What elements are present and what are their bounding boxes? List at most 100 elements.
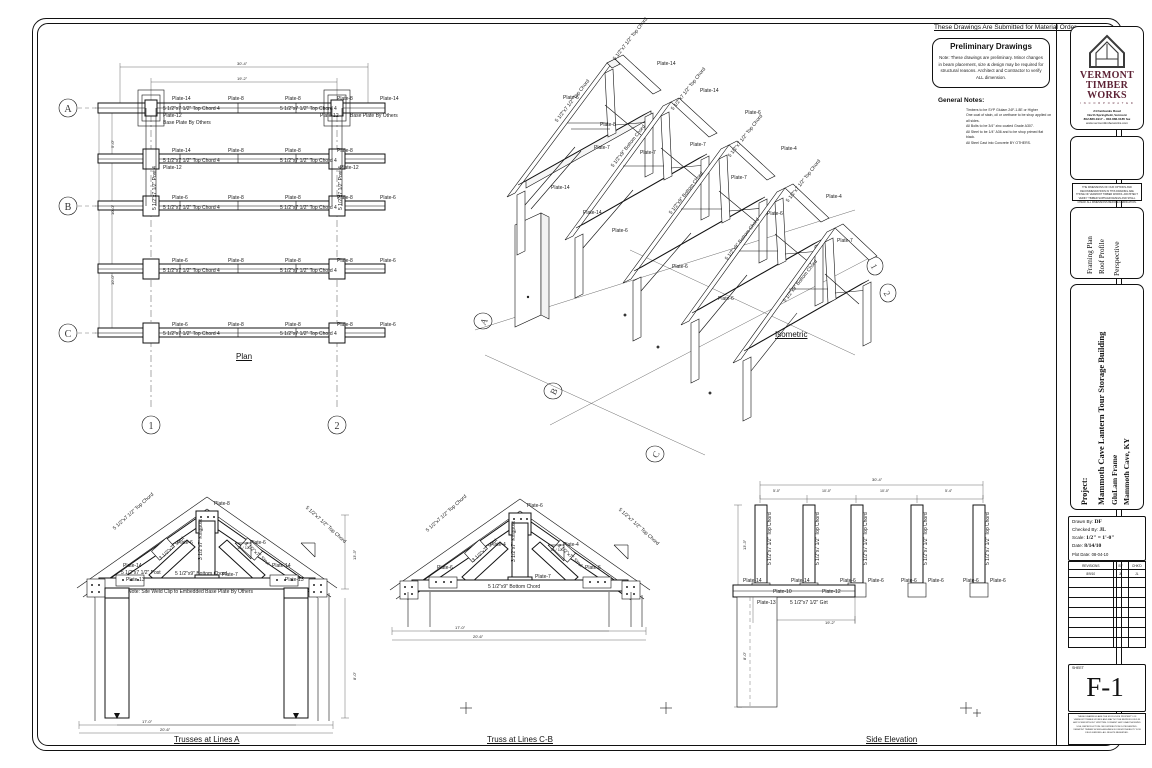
side-elev-plate: Plate-6 <box>840 578 856 584</box>
side-elev-plate: Plate-12 <box>822 589 841 595</box>
revision-date <box>1068 597 1114 608</box>
plan-plate12-label: Plate-12 <box>320 113 339 119</box>
plan-chord-note: 5 1/2"x7 1/2" Top Chord 4 <box>163 268 220 274</box>
side-elev-post-note: 5 1/2"x7 1/2" Top Chord <box>923 512 929 565</box>
plan-view-title: Plan <box>236 352 253 361</box>
plan-label: Plate-8 <box>228 258 244 264</box>
sheet-contents-panel <box>1070 207 1144 279</box>
plan-label: Plate-8 <box>228 195 244 201</box>
plan-label: Plate-6 <box>380 258 396 264</box>
side-elev-plate: Plate-6 <box>928 578 944 584</box>
iso-label: Plate-6 <box>563 95 579 101</box>
revision-date: 8/9/10 <box>1068 569 1114 578</box>
truss-a-bottom-chord: 5 1/2"x9" Bottom Chord <box>175 571 228 577</box>
iso-label: Plate-8 <box>600 122 616 128</box>
registration-marks <box>460 702 972 714</box>
truss-cb-plate: Plate-6 <box>527 503 543 509</box>
side-elev-dim: 19'-2" <box>825 620 836 625</box>
iso-label: Plate-7 <box>640 150 656 156</box>
revision-chkd <box>1127 577 1147 588</box>
general-note-item: All Bolts to be 3/4" zinc coated Grade A… <box>966 124 1034 129</box>
revision-by: JL <box>1112 569 1129 578</box>
iso-label: Plate-6 <box>612 228 628 234</box>
plot-date-value: 08-04-10 <box>1091 552 1109 557</box>
general-notes-list: Timbers to be SYP Glulam 24F-1.8E or Hig… <box>966 108 1052 146</box>
date-value: 8/14/10 <box>1084 543 1102 549</box>
plan-chord-note: 5 1/2"x7 1/2" Top Chord 4 <box>280 205 337 211</box>
plan-chord-note: 5 1/2"x7 1/2" Top Chord 4 <box>163 331 220 337</box>
logo-line-3: WORKS <box>1087 90 1127 101</box>
plan-label: Plate-8 <box>337 322 353 328</box>
project-prefix: Project: <box>1080 477 1089 505</box>
sheet-content-perspective: Perspective <box>1112 241 1121 276</box>
logo-truss-icon <box>1089 34 1125 68</box>
iso-label: Plate-7 <box>594 145 610 151</box>
project-sub-2: Mammoth Cave, KY <box>1122 438 1131 505</box>
plot-date-row: Plot Date: 08-04-10 <box>1072 552 1108 557</box>
plan-label: Plate-8 <box>285 96 301 102</box>
submitted-header: These Drawings Are Submitted for Materia… <box>934 24 1077 31</box>
logo-subtitle: I N C O R P O R A T E D <box>1080 102 1134 105</box>
truss-a-pitch: 12 / 12 <box>237 545 250 550</box>
plan-chord-note: 5 1/2"x7 1/2" Top Chord 4 <box>280 158 337 164</box>
plan-chord-note: 5 1/2"x7 1/2" Top Chord 4 <box>163 106 220 112</box>
plan-label: Plate-6 <box>380 195 396 201</box>
revision-row <box>1068 627 1147 638</box>
truss-cb-pitch: 12 / 12 <box>550 547 563 552</box>
plan-label: Plate-14 <box>172 96 191 102</box>
plan-view-drawing: A B C 1 2 <box>58 63 386 435</box>
revision-row <box>1068 607 1147 618</box>
side-elev-beam-note: 5 1/2"x7 1/2" Girt <box>790 600 828 606</box>
plan-vdim-2: 10'-0" <box>110 204 115 215</box>
iso-label: Plate-14 <box>583 210 602 216</box>
plan-label: Plate-6 <box>172 258 188 264</box>
truss-a-plate: Plate-14 <box>123 563 142 569</box>
side-elev-bay-dim: 5'-4" <box>945 489 953 493</box>
plan-overall-dim: 30'-4" <box>237 61 248 66</box>
plan-vdim-3: 10'-0" <box>110 274 115 285</box>
drawn-by-value: DF <box>1094 519 1102 525</box>
plan-post-note: 5 1/2"x7 1/2" Post 4 <box>152 166 158 210</box>
plan-chord-note: 5 1/2"x7 1/2" Top Chord 4 <box>163 205 220 211</box>
plan-plate12-label: Plate-12 <box>163 165 182 171</box>
iso-label: Plate-14 <box>657 61 676 67</box>
side-elev-plate: Plate-10 <box>773 589 792 595</box>
plan-label: Plate-8 <box>337 96 353 102</box>
side-elev-plate: Plate-6 <box>868 578 884 584</box>
side-elev-plate: Plate-6 <box>901 578 917 584</box>
revision-date <box>1068 627 1114 638</box>
truss-cb-plate: Plate-7 <box>535 574 551 580</box>
checked-by-label: Checked By: <box>1072 527 1099 532</box>
plan-label: Plate-6 <box>380 322 396 328</box>
plan-inner-dim: 19'-2" <box>237 76 248 81</box>
plan-label: Plate-14 <box>380 96 399 102</box>
truss-a-plate: Plate-13 <box>285 577 304 583</box>
truss-cb-plate: Plate-4 <box>490 542 506 548</box>
truss-cb-dim: 17'-0" <box>455 625 466 630</box>
revision-chkd <box>1127 587 1147 598</box>
sheet-label: SHEET <box>1072 666 1084 670</box>
scale-label: Scale: <box>1072 535 1085 540</box>
sheet-number: F-1 <box>1086 672 1124 702</box>
revision-by <box>1112 617 1129 628</box>
title-block-separator <box>1056 23 1057 746</box>
general-note-item: One coat of stain, oil or urethane to be… <box>966 113 1052 123</box>
general-notes-header: General Notes: <box>938 97 985 104</box>
plan-label: Plate-14 <box>172 148 191 154</box>
side-elev-plate: Plate-14 <box>743 578 762 584</box>
sheet-content-roof-profile: Roof Profile <box>1098 239 1106 274</box>
truss-a-plate: Plate-7 <box>222 572 238 578</box>
side-elev-bay-dim: 5'-0" <box>773 489 781 493</box>
truss-a-drawing <box>76 496 349 734</box>
sheet-number-panel <box>1068 664 1146 712</box>
plan-vdim-1: 5'-0" <box>110 140 115 148</box>
iso-label: Plate-4 <box>826 194 842 200</box>
plan-plate12-label: Plate-12 <box>163 113 182 119</box>
sheet-content-framing-plan: Framing Plan <box>1086 236 1094 274</box>
revision-header-row: REVISIONS BY CHK'D <box>1068 561 1147 570</box>
plan-label: Plate-8 <box>228 96 244 102</box>
revision-by <box>1112 637 1129 648</box>
truss-a-post-note: 5 1/2"x7 1/2" Post <box>121 570 161 576</box>
side-elevation-drawing <box>732 481 989 717</box>
